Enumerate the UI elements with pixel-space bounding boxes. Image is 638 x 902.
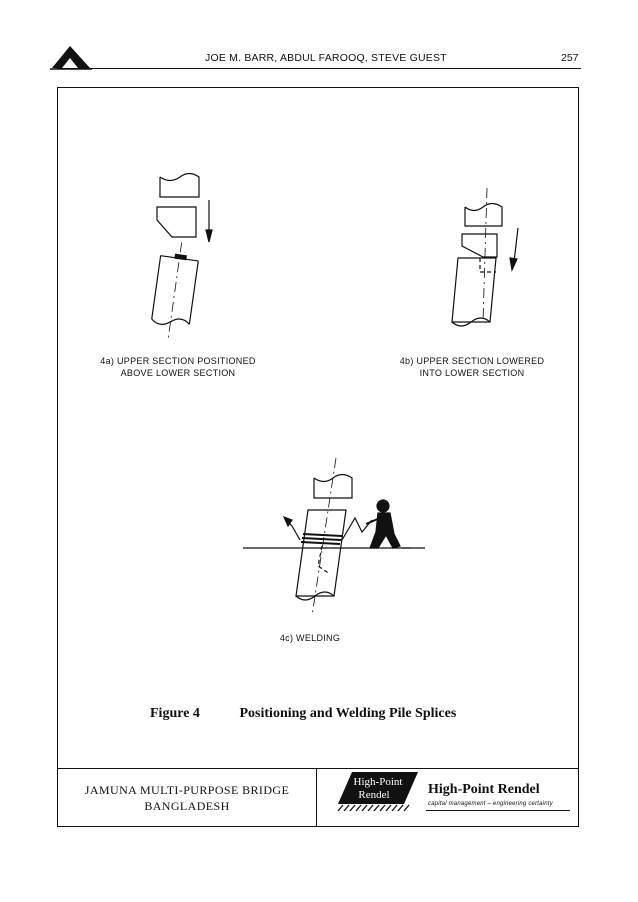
subfigure-4a-label-line2: ABOVE LOWER SECTION — [120, 368, 236, 378]
footer-vertical-divider — [316, 768, 317, 827]
running-head-authors: JOE M. BARR, ABDUL FAROOQ, STEVE GUEST — [205, 52, 447, 64]
company-name: High-Point Rendel — [428, 782, 540, 797]
logo-text-line2: Rendel — [358, 789, 389, 801]
subfigure-4c-label: 4c) WELDING — [279, 633, 341, 643]
figure-frame — [57, 87, 579, 827]
pile-assembly-4b — [451, 187, 519, 327]
logo-text-line1: High-Point — [354, 776, 403, 788]
subfigure-4b-label-line2: INTO LOWER SECTION — [419, 368, 525, 378]
project-title-line1: JAMUNA MULTI-PURPOSE BRIDGE — [84, 783, 290, 797]
lowering-arrow-4a — [205, 200, 213, 243]
company-tagline: capital management – engineering certain… — [428, 801, 553, 807]
company-rule — [426, 810, 570, 811]
subfigure-4b-label: 4b) UPPER SECTION LOWERED INTO LOWER SEC… — [387, 355, 557, 379]
project-title: JAMUNA MULTI-PURPOSE BRIDGE BANGLADESH — [60, 782, 314, 814]
page-number: 257 — [561, 52, 579, 64]
publisher-logo-icon — [50, 46, 92, 70]
footer-divider — [57, 768, 579, 769]
figure-caption: Figure 4 Positioning and Welding Pile Sp… — [150, 706, 456, 722]
figure-title: Positioning and Welding Pile Splices — [239, 706, 457, 721]
splice-collar-4a — [156, 206, 197, 238]
lower-pile-section-4a — [151, 242, 199, 340]
upper-pile-section-4a — [159, 172, 200, 198]
subfigure-4b-label-line1: 4b) UPPER SECTION LOWERED — [399, 356, 545, 366]
project-title-line2: BANGLADESH — [144, 799, 230, 813]
welding-scene-4c — [243, 457, 425, 617]
subfigure-4a-label: 4a) UPPER SECTION POSITIONED ABOVE LOWER… — [88, 355, 268, 379]
figure-number: Figure 4 — [150, 706, 200, 721]
subfigure-4a-label-line1: 4a) UPPER SECTION POSITIONED — [100, 356, 256, 366]
high-point-rendel-logo-icon: High-Point Rendel — [337, 772, 418, 812]
header-rule — [57, 68, 581, 69]
